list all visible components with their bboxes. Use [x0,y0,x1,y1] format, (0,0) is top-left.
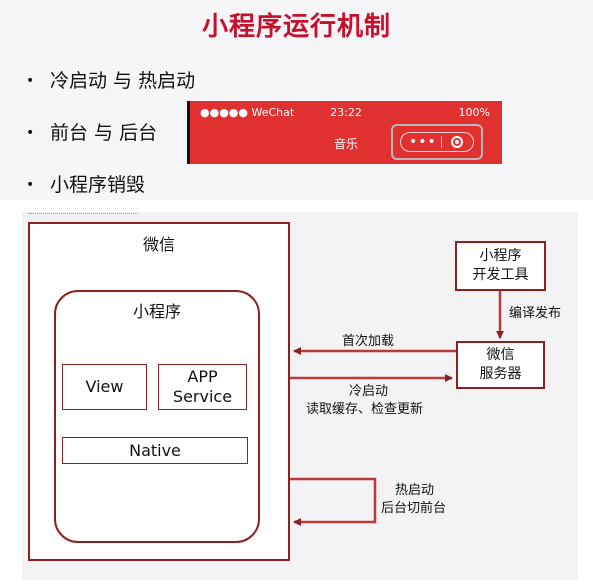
bullet-text: 前台 与 后台 [50,122,158,144]
server-label-line2: 服务器 [479,366,522,382]
bullet-dot-icon: • [26,177,35,193]
compile-publish-label: 编译发布 [509,306,562,321]
status-carrier: ●●●●● WeChat [200,106,295,119]
devtool-label-line2: 开发工具 [472,267,529,283]
bullet-item-destroy: • 小程序销毁 [26,170,145,197]
cold-start-label: 冷启动 [349,384,389,399]
view-label: View [85,377,124,396]
appservice-label-line2: Service [172,387,233,406]
page-title: 小程序运行机制 [201,12,391,42]
slide-header-area [0,0,593,200]
devtool-box [455,241,546,291]
more-dots-icon[interactable]: ••• [409,134,437,150]
bullet-item-foreground-background: • 前台 与 后台 [26,118,157,145]
diagram-top-rule [28,213,138,217]
miniapp-container-box [54,290,260,543]
native-label: Native [129,441,181,460]
bullet-text: 小程序销毁 [50,174,146,196]
nav-title: 音乐 [333,137,358,151]
server-label-line1: 微信 [486,347,515,363]
bullet-item-cold-hot-start: • 冷启动 与 热启动 [26,66,195,93]
miniapp-label: 小程序 [132,302,181,321]
bullet-text: 冷启动 与 热启动 [50,70,196,92]
capsule-divider [441,136,442,148]
devtool-label-line1: 小程序 [479,248,522,264]
status-battery: 100% [458,106,490,119]
bullet-dot-icon: • [26,73,35,89]
first-load-label: 首次加载 [342,334,395,349]
phone-navigation-bar: ●●●●● WeChat 23:22 100% 音乐 ••• [187,101,502,164]
appservice-layer-box [158,364,247,410]
capsule-button[interactable]: ••• [400,132,474,152]
hot-start-detail-label: 后台切前台 [381,501,447,516]
hot-start-loop-arrow [290,477,377,526]
wechat-label: 微信 [142,235,175,254]
close-circle-icon[interactable] [451,136,463,148]
capsule-highlight: ••• [391,124,483,160]
bullet-dot-icon: • [26,125,35,141]
view-layer-box [62,364,147,410]
native-layer-box [62,437,248,464]
status-time: 23:22 [330,106,362,119]
hot-start-label: 热启动 [395,483,435,498]
cold-start-detail-label: 读取缓存、检查更新 [306,402,424,417]
appservice-label-line1: APP [187,367,218,386]
wechat-server-box [456,341,545,389]
